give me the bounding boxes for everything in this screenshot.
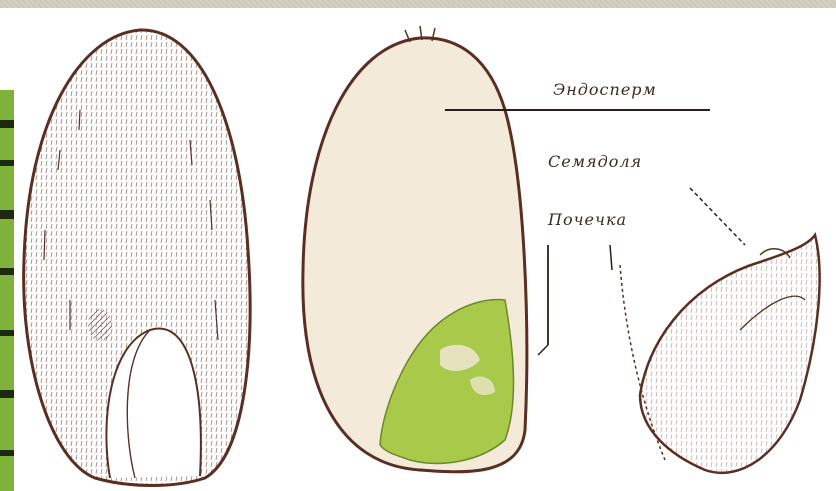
bud-leader-right [610, 245, 612, 270]
embryo [620, 235, 820, 473]
left-decorative-strip [0, 90, 14, 491]
seed-exterior [24, 30, 250, 486]
endosperm-label: Эндосперм [553, 80, 657, 99]
cotyledon-label: Семядоля [548, 152, 642, 171]
cotyledon-leader [690, 188, 745, 245]
seed-longitudinal-section [303, 26, 527, 472]
bud-label: Почечка [548, 210, 627, 229]
